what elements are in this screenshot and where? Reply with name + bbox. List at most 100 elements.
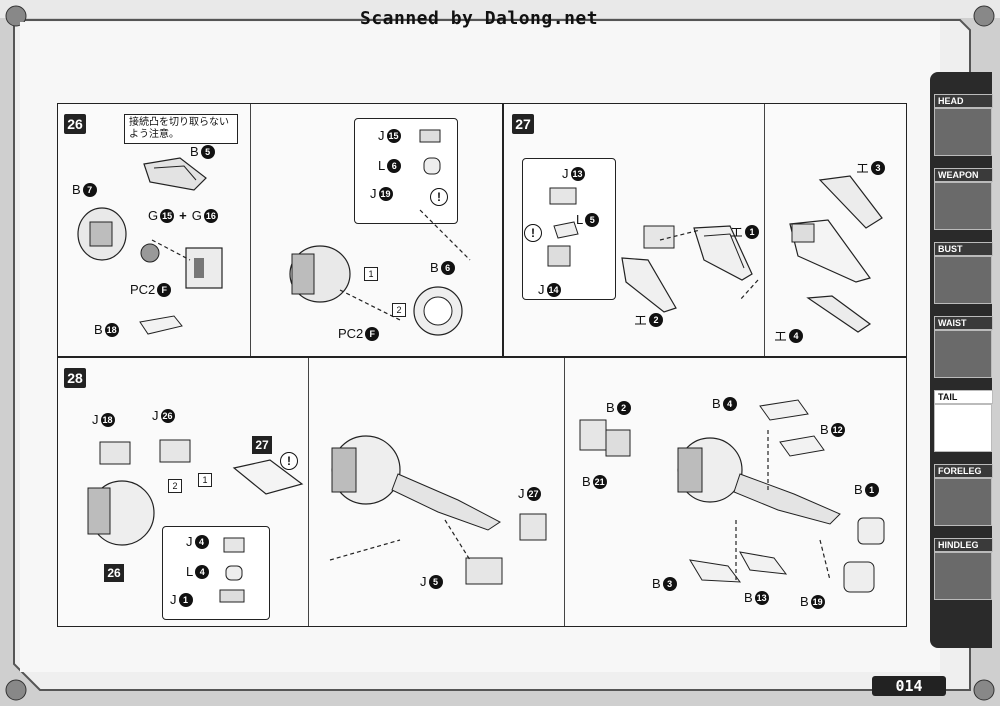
step-28-divider-b [564, 358, 565, 626]
nav-tab-waist-label: WAIST [934, 316, 993, 330]
nav-tab-bust-label: BUST [934, 242, 993, 256]
tail-chain-c [677, 437, 841, 525]
armor-b13 [739, 551, 788, 575]
tail-chain-b [331, 435, 501, 531]
ref-step-27: 27 [252, 436, 272, 454]
armor-e3 [818, 175, 883, 229]
nav-tab-tail[interactable]: TAIL [934, 390, 993, 452]
warning-icon-27: ! [524, 224, 542, 242]
step-28-badge: 28 [64, 368, 86, 388]
warning-icon: ! [430, 188, 448, 206]
nav-tab-tail-label: TAIL [934, 390, 993, 404]
foreleg-icon [934, 478, 992, 526]
side-plate-b2 [579, 419, 631, 457]
nav-tab-bust[interactable]: BUST [934, 242, 993, 304]
armor-e4 [806, 295, 872, 333]
poly-cap [140, 243, 160, 263]
bottom-plate [139, 315, 183, 335]
seq-28-2: 2 [168, 476, 182, 494]
inset-pin-parts [219, 537, 245, 603]
tail-side-piece [465, 557, 503, 585]
step-26-caution-note: 接続凸を切り取らないよう注意。 [124, 114, 238, 144]
nav-tab-hindleg-label: HINDLEG [934, 538, 993, 552]
tail-hub-28 [87, 480, 155, 546]
armor-b4 [759, 399, 809, 421]
armor-e1 [693, 225, 753, 281]
tail-joint-small [99, 441, 131, 465]
nav-tab-hindleg[interactable]: HINDLEG [934, 538, 993, 600]
step-27-divider [764, 104, 765, 356]
weapon-icon [934, 182, 992, 230]
seq-1: 1 [364, 264, 378, 282]
end-cap-b1 [857, 517, 885, 545]
seq-2: 2 [392, 300, 406, 318]
step-26-inset [354, 118, 458, 224]
tail-end-piece [519, 513, 547, 541]
step-26-divider [250, 104, 251, 356]
tail-hub-assembly [289, 245, 351, 303]
nav-tab-head-label: HEAD [934, 94, 993, 108]
seq-28-1: 1 [198, 470, 212, 488]
joint-pin [419, 129, 441, 175]
bust-icon [934, 256, 992, 304]
round-cover [413, 286, 463, 336]
nav-tab-waist[interactable]: WAIST [934, 316, 993, 378]
tail-icon [934, 404, 992, 452]
tail-assembly-27 [789, 219, 871, 283]
nav-tab-foreleg[interactable]: FORELEG [934, 464, 993, 526]
end-cap-b19 [843, 561, 875, 593]
warning-icon-28: ! [280, 452, 298, 470]
armor-b12 [779, 435, 825, 457]
scan-credit: Scanned by Dalong.net [360, 8, 599, 29]
ref-step-26: 26 [104, 564, 124, 582]
nav-tab-head[interactable]: HEAD [934, 94, 993, 156]
tail-joint-mid [159, 439, 191, 463]
armor-e2 [621, 257, 677, 313]
nav-tab-weapon[interactable]: WEAPON [934, 168, 993, 230]
step-28-divider-a [308, 358, 309, 626]
step-26-badge: 26 [64, 114, 86, 134]
page-number: 014 [872, 676, 946, 696]
g-frame-part [185, 247, 223, 289]
nav-tab-foreleg-label: FORELEG [934, 464, 993, 478]
waist-icon [934, 330, 992, 378]
joint-assembly [547, 187, 579, 267]
head-icon [934, 108, 992, 156]
step-27-badge: 27 [512, 114, 534, 134]
tail-cone [232, 459, 304, 495]
armor-b3 [689, 559, 742, 583]
tail-armor-cover [143, 157, 207, 191]
